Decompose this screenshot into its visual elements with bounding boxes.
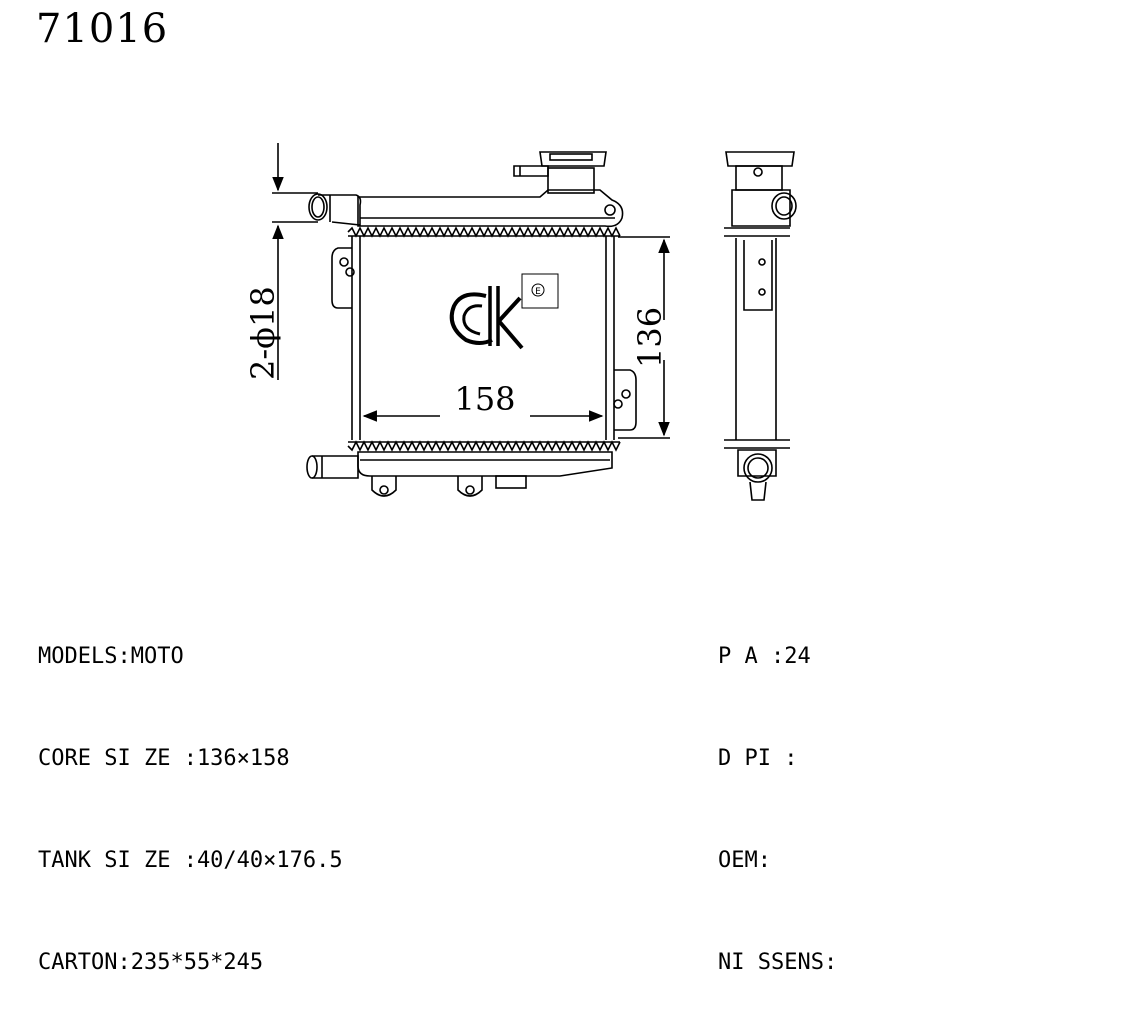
spec-core-size: CORE SI ZE :136×158 [38, 746, 290, 771]
side-core [735, 238, 777, 440]
spec-pa: P A :24 [718, 644, 811, 669]
bottom-tank [357, 451, 613, 477]
part-number: 71016 [36, 6, 169, 52]
spec-nissens: NI SSENS: [718, 950, 838, 975]
pipe-dimension [272, 143, 318, 380]
height-dimension [618, 236, 670, 439]
spec-carton: CARTON:235*55*245 [38, 950, 264, 975]
core [351, 236, 615, 440]
bottom-seam [347, 440, 621, 452]
ck-logo: E [449, 273, 559, 350]
top-seam [347, 226, 621, 238]
spec-dpi: D PI : [718, 746, 798, 771]
bottom-tab-right [457, 476, 483, 497]
side-cap [725, 151, 795, 167]
spec-tank-size: TANK SI ZE :40/40×176.5 [38, 848, 343, 873]
top-tank [357, 189, 624, 228]
specs-left: MODELS:MOTO CORE SI ZE :136×158 TANK SI … [38, 572, 343, 1014]
width-dimension-label: 158 [454, 380, 515, 418]
radiator-drawing: E 2-ϕ18 136 158 [244, 143, 797, 501]
spec-oem: OEM: [718, 848, 771, 873]
side-outlet [743, 453, 773, 483]
right-bracket [614, 369, 637, 431]
specs-right: P A :24 D PI : OEM: NI SSENS: [718, 572, 837, 1014]
bottom-tab-left [371, 476, 397, 497]
side-view [724, 151, 797, 501]
side-inlet [771, 192, 797, 220]
lower-outlet-pipe [306, 455, 359, 479]
top-mount-hole [604, 204, 616, 216]
left-bracket [331, 247, 352, 309]
pipe-dimension-label: 2-ϕ18 [244, 286, 282, 380]
drain-stub [495, 475, 527, 489]
height-dimension-label: 136 [631, 307, 669, 368]
front-view: E [306, 151, 637, 497]
spec-models: MODELS:MOTO [38, 644, 184, 669]
logo-badge: E [535, 287, 541, 297]
upper-inlet-pipe [308, 193, 362, 226]
filler-cap [513, 151, 607, 194]
